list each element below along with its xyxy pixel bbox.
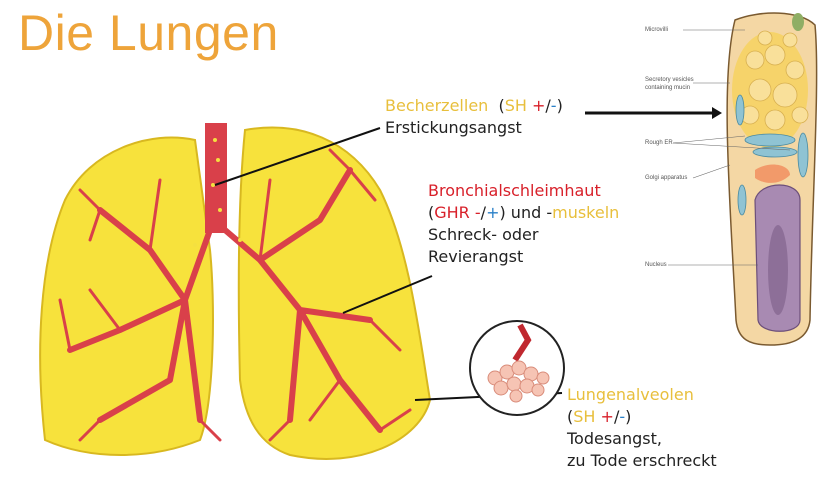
goblet-cell-illustration: [726, 12, 818, 346]
sh-label: SH: [573, 407, 596, 426]
alv-fear-2: zu Tode erschreckt: [567, 451, 717, 470]
slash: /: [480, 203, 487, 222]
paren: ): [499, 203, 506, 222]
bronch-name: Bronchialschleimhaut: [428, 181, 601, 200]
paren: (: [567, 407, 574, 426]
alv-name: Lungenalveolen: [567, 385, 694, 404]
minus-sign: -: [550, 96, 557, 115]
cell-label-microvilli: Microvilli: [645, 27, 668, 33]
muskeln-text: muskeln: [552, 203, 620, 222]
trachea: [205, 123, 227, 233]
minus-sign: -: [619, 407, 626, 426]
cell-label-secretory-2: containing mucin: [645, 85, 691, 91]
bronchial-label: Bronchialschleimhaut (GHR -/+) und -musk…: [428, 180, 619, 268]
bronch-pointer: [342, 275, 433, 314]
becher-name: Becherzellen: [385, 96, 489, 115]
alveolen-label: Lungenalveolen (SH +/-) Todesangst, zu T…: [567, 384, 717, 472]
bronch-fear-2: Revierangst: [428, 247, 524, 266]
minus-sign: -: [474, 203, 481, 222]
alv-fear-1: Todesangst,: [567, 429, 662, 448]
plus-sign: +: [486, 203, 500, 222]
slash: /: [613, 407, 620, 426]
bronch-fear-1: Schreck- oder: [428, 225, 539, 244]
und-text: und -: [505, 203, 553, 222]
slash: /: [545, 96, 551, 115]
cell-label-rough-er: Rough ER: [645, 140, 673, 146]
sh-label: SH: [504, 96, 527, 115]
paren: ): [625, 407, 632, 426]
cell-label-secretory-1: Secretory vesicles: [645, 77, 694, 83]
plus-sign: +: [600, 407, 614, 426]
arrow-head: [712, 107, 722, 119]
bronchi: [67, 167, 383, 433]
paren: (: [498, 96, 505, 115]
paren: (: [428, 203, 435, 222]
becherzellen-label: Becherzellen (SH +/-) Erstickungsangst: [385, 95, 563, 139]
ghr-label: GHR: [434, 203, 470, 222]
page-title: Die Lungen: [18, 5, 279, 61]
paren: ): [556, 96, 563, 115]
becher-pointer: [214, 127, 381, 186]
cell-label-nucleus: Nucleus: [645, 262, 667, 268]
right-lung: [237, 126, 432, 460]
plus-sign: +: [532, 96, 546, 115]
becher-fear: Erstickungsangst: [385, 118, 522, 137]
cell-label-golgi: Golgi apparatus: [645, 175, 688, 181]
